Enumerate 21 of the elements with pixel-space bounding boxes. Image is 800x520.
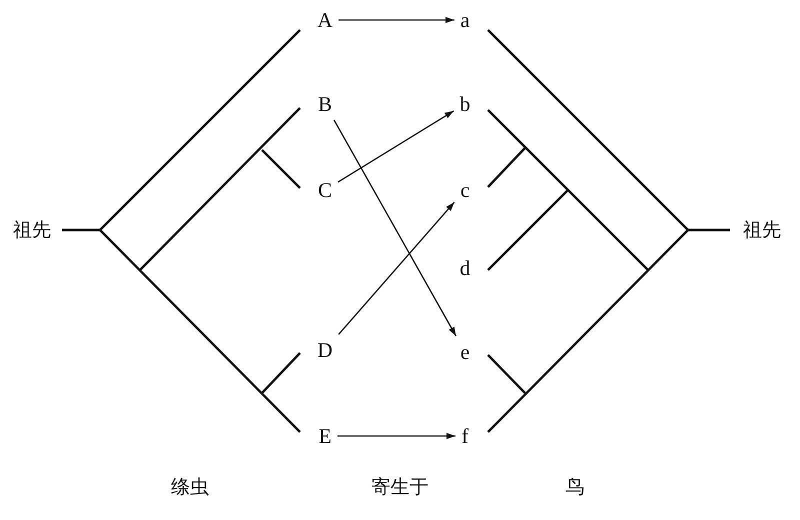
group-label: 绦虫 <box>171 475 209 500</box>
arrow <box>338 16 454 24</box>
taxon-label: D <box>315 338 335 362</box>
taxon-label: B <box>316 92 334 116</box>
taxon-label: a <box>458 8 472 32</box>
arrow <box>338 202 455 335</box>
taxon-label: b <box>458 92 472 116</box>
taxon-label: C <box>316 178 334 202</box>
group-label: 寄生于 <box>372 475 428 500</box>
taxon-label: E <box>316 424 334 448</box>
taxon-label: d <box>458 256 472 280</box>
ancestor-label: 祖先 <box>741 218 783 242</box>
taxon-label: f <box>460 424 470 448</box>
arrow <box>333 120 457 336</box>
ancestor-label: 祖先 <box>11 218 53 242</box>
taxon-label: A <box>315 8 335 32</box>
arrow <box>337 432 456 440</box>
taxon-label: c <box>458 178 472 202</box>
arrow <box>338 110 454 183</box>
taxon-label: e <box>458 340 472 364</box>
group-label: 鸟 <box>566 475 584 500</box>
